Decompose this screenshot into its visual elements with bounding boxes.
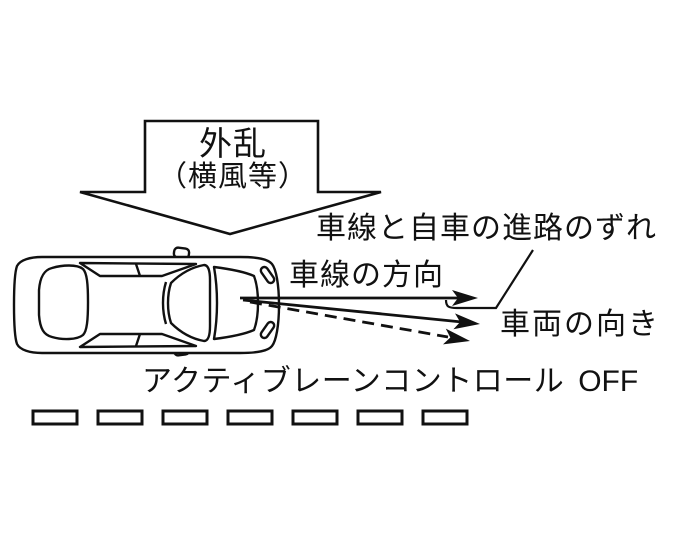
lane-marker [291,409,339,426]
vehicle-heading-label: 車両の向き [500,308,660,341]
car-hood-line [212,265,260,341]
off-status: OFF [578,365,639,398]
lane-marker [161,409,209,426]
lane-marker [226,409,274,426]
deviation-leader-line [444,249,534,310]
caption-text: アクティブレーンコントロール [142,365,565,398]
deviation-label: 車線と自車の進路のずれ [316,212,657,245]
vehicle-heading-arrow [242,298,480,330]
down-block-arrow-icon [79,119,382,236]
car-top-view-icon [12,246,281,357]
disturbance-label-line1: 外乱 [198,125,267,162]
lane-marker [356,409,404,426]
car-windshield [166,263,212,343]
car-rear-window [37,264,90,341]
lane-direction-arrow [240,290,478,306]
car-headlight-icon [259,265,276,285]
vehicle-path-arrow [249,300,470,345]
car-headlight-icon [259,320,276,340]
active-lane-control-caption: アクティブレーンコントロール OFF [142,366,638,398]
lane-marker [96,409,144,426]
lane-marker [31,409,79,426]
lane-direction-label: 車線の方向 [289,259,444,292]
dashed-lane-marking-icon [31,409,469,426]
lane-marker [421,409,469,426]
disturbance-label: 外乱 （横風等） [158,126,308,193]
disturbance-label-line2: （横風等） [157,161,309,193]
